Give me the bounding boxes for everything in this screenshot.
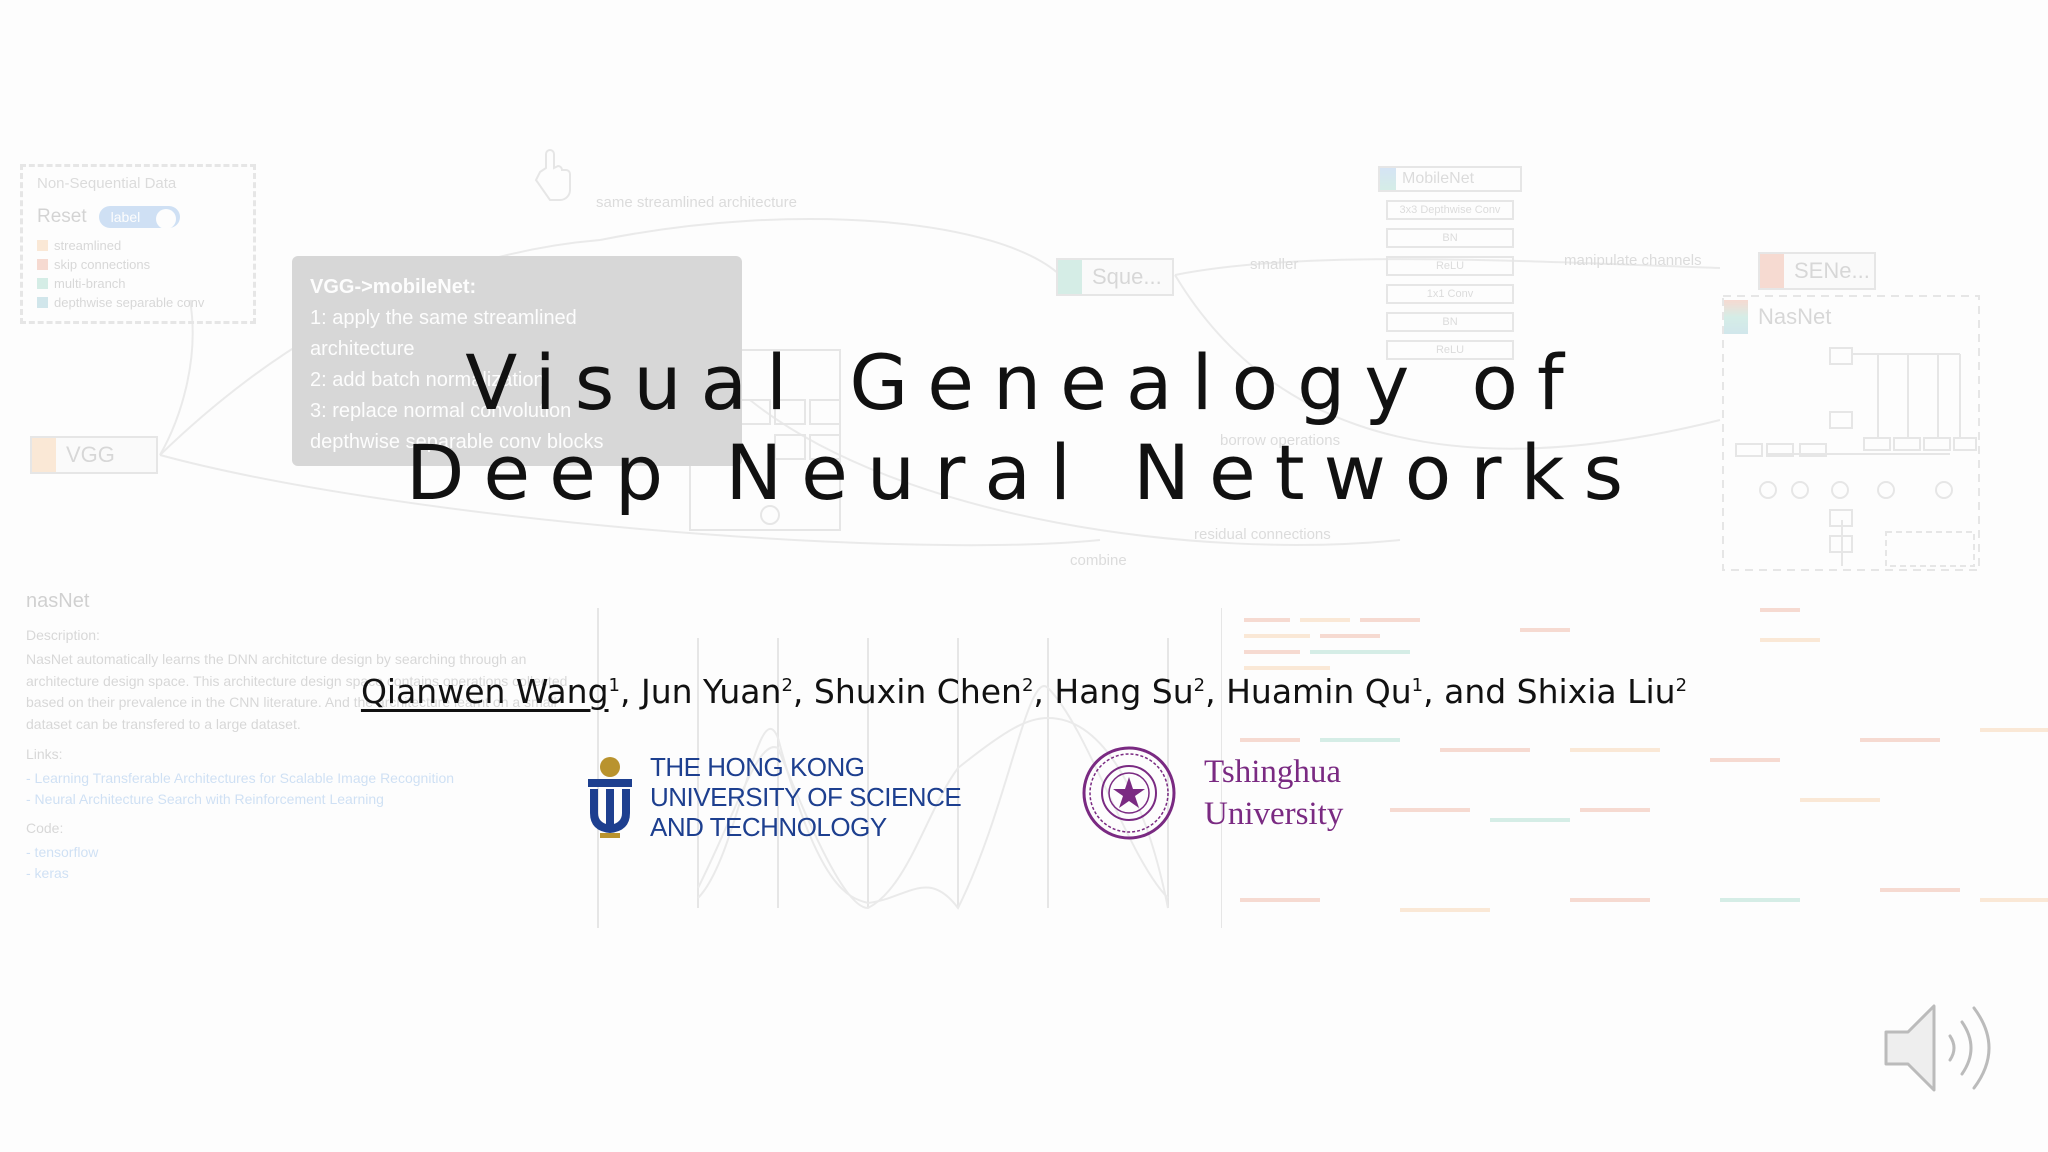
mobilenet-title: MobileNet: [1378, 166, 1522, 192]
author-affiliation: 2: [1021, 675, 1034, 696]
layer-block: 3x3 Depthwise Conv: [1386, 200, 1514, 220]
author-affiliation: 2: [1675, 675, 1688, 696]
node-swatch: [1760, 254, 1784, 288]
tooltip-title: VGG->mobileNet:: [310, 276, 477, 298]
legend-swatch: [37, 278, 48, 289]
legend-swatch: [37, 259, 48, 270]
legend-panel: Non-Sequential Data Reset label streamli…: [20, 164, 256, 324]
edge-label: same streamlined architecture: [596, 194, 797, 211]
author-name: Shuxin Chen: [813, 672, 1022, 711]
slide-title-line-2: Deep Neural Networks: [405, 428, 1643, 517]
description-label: Description:: [26, 627, 100, 643]
training-bars: [1240, 608, 2048, 912]
author-affiliation: 1: [1411, 675, 1424, 696]
edge-label: smaller: [1250, 256, 1299, 273]
node-nasnet: NasNet: [1724, 300, 1854, 334]
data-type-select: Non-Sequential Data: [37, 175, 177, 192]
hkust-name: THE HONG KONG UNIVERSITY OF SCIENCE AND …: [650, 752, 962, 842]
node-label: NasNet: [1758, 304, 1832, 329]
code-label: Code:: [26, 819, 64, 836]
hkust-emblem-icon: [588, 757, 632, 838]
legend-item-label: depthwise separable conv: [54, 295, 205, 310]
label-toggle: label: [98, 206, 181, 229]
legend-item: depthwise separable conv: [37, 295, 239, 310]
speaker-volume-icon[interactable]: [1880, 998, 2006, 1098]
legend-swatch: [37, 297, 48, 308]
author-list: Qianwen Wang1, Jun Yuan2, Shuxin Chen2, …: [360, 672, 1688, 711]
mobilenet-architecture: MobileNet 3x3 Depthwise Conv BN ReLU 1x1…: [1378, 166, 1522, 360]
code-link: - tensorflow: [26, 843, 99, 860]
node-senet: SENe...: [1758, 252, 1876, 290]
model-name: nasNet: [26, 590, 90, 612]
model-info-panel: nasNet Description: NasNet automatically…: [26, 590, 586, 884]
legend-item-label: multi-branch: [54, 276, 126, 291]
edge-label: residual connections: [1194, 526, 1331, 543]
node-label: Sque...: [1092, 264, 1162, 289]
edge-label: combine: [1070, 552, 1127, 569]
code-link: - keras: [26, 864, 69, 881]
hkust-name-line: AND TECHNOLOGY: [650, 812, 887, 842]
edge-label: manipulate channels: [1564, 252, 1702, 269]
reset-row: Reset label: [37, 206, 239, 229]
layer-block: ReLU: [1386, 256, 1514, 276]
node-label: SENe...: [1794, 258, 1870, 283]
tsinghua-name: Tshinghua University: [1204, 751, 1343, 835]
author-name: Jun Yuan: [640, 672, 782, 711]
legend-item-label: streamlined: [54, 238, 122, 253]
reset-button: Reset: [37, 206, 87, 227]
tsinghua-name-line: Tshinghua: [1204, 754, 1342, 790]
legend-swatch: [37, 240, 48, 251]
slide-title-line-1: Visual Genealogy of: [465, 338, 1583, 427]
legend-item: skip connections: [37, 257, 239, 272]
author-affiliation: 1: [608, 675, 620, 696]
paper-link: - Learning Transferable Architectures fo…: [26, 769, 455, 786]
tsinghua-name-line: University: [1204, 796, 1344, 832]
layer-block: BN: [1386, 228, 1514, 248]
legend-item-label: skip connections: [54, 257, 151, 272]
author-affiliation: 2: [781, 675, 793, 696]
tooltip-line: 1: apply the same streamlined: [310, 307, 577, 329]
tsinghua-logo: Tshinghua University: [1082, 746, 1343, 840]
links-label: Links:: [26, 745, 63, 762]
legend-item: multi-branch: [37, 276, 239, 291]
layer-block: BN: [1386, 312, 1514, 332]
hkust-name-line: UNIVERSITY OF SCIENCE: [650, 782, 962, 812]
legend-item: streamlined: [37, 238, 239, 253]
node-squeezenet: Sque...: [1056, 258, 1174, 296]
author-affiliation: 2: [1193, 675, 1206, 696]
tsinghua-seal-icon: [1082, 746, 1176, 840]
author-name: Huamin Qu: [1226, 672, 1412, 711]
hkust-name-line: THE HONG KONG: [650, 752, 865, 782]
author-name: Shixia Liu: [1516, 672, 1676, 711]
layer-block: 1x1 Conv: [1386, 284, 1514, 304]
author-name: Hang Su: [1054, 672, 1194, 711]
node-swatch: [1724, 300, 1748, 334]
author-name: Qianwen Wang: [360, 672, 609, 711]
hkust-logo: THE HONG KONG UNIVERSITY OF SCIENCE AND …: [584, 752, 962, 842]
author-conjunction: and: [1444, 672, 1517, 711]
node-swatch: [1058, 260, 1082, 294]
paper-link: - Neural Architecture Search with Reinfo…: [26, 790, 384, 807]
